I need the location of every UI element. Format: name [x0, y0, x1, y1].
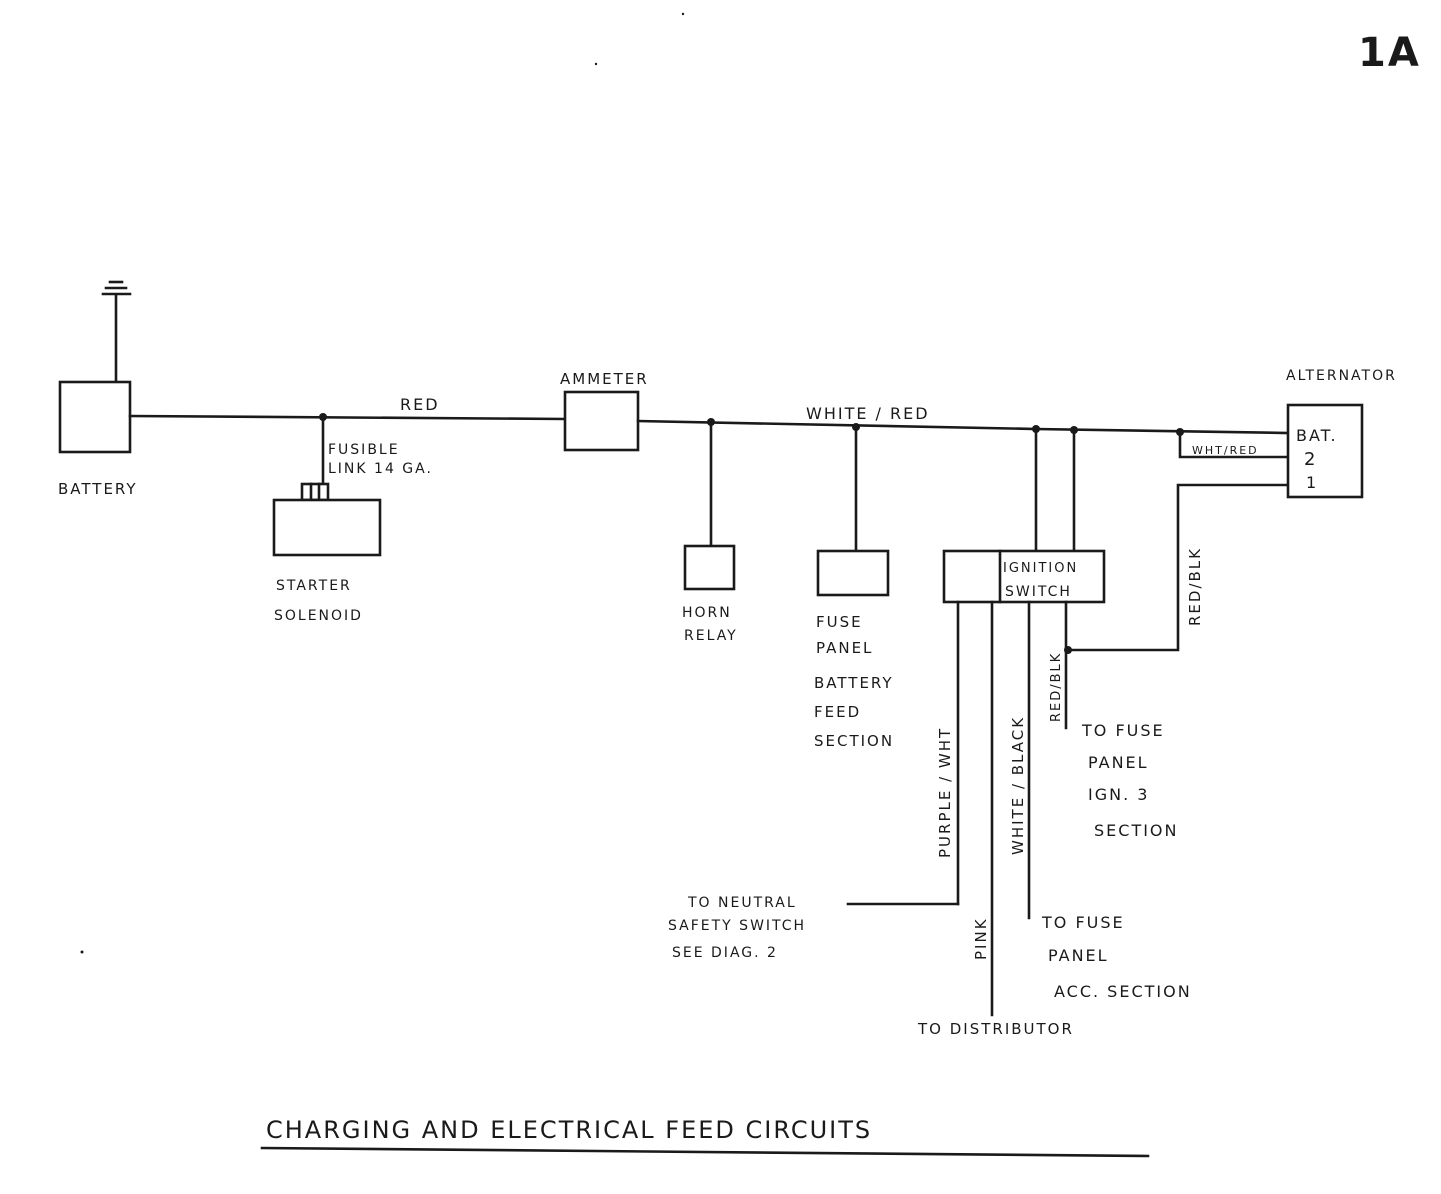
red-wire-label: RED [400, 395, 440, 414]
fuse-acc-label-2: PANEL [1048, 946, 1109, 965]
neutral-label-3: SEE DIAG. 2 [672, 945, 778, 961]
fuse-panel-label-5: SECTION [814, 732, 894, 750]
distributor-label: TO DISTRIBUTOR [917, 1020, 1074, 1038]
fuse-ign-label-4: SECTION [1094, 821, 1179, 840]
fuse-acc-label-1: TO FUSE [1041, 913, 1125, 932]
fusible-link-label-2: LINK 14 GA. [328, 461, 433, 477]
starter-solenoid-label-1: STARTER [276, 578, 352, 594]
fuse-ign-label-1: TO FUSE [1081, 721, 1165, 740]
wht-red-label: WHT/RED [1192, 444, 1259, 457]
alternator-box [1286, 403, 1364, 499]
horn-relay-box [683, 544, 736, 591]
fuse-panel-label-4: FEED [814, 703, 861, 721]
starter-solenoid-box [272, 498, 382, 557]
battery-box [58, 380, 132, 454]
horn-relay-label-1: HORN [682, 605, 732, 621]
neutral-label-2: SAFETY SWITCH [668, 918, 806, 934]
alt-terminal-bat: BAT. [1296, 426, 1338, 445]
title-underline [260, 1146, 1150, 1158]
ignition-switch-box [942, 549, 1106, 604]
fusible-link-label-1: FUSIBLE [328, 442, 400, 458]
fuse-panel-label-1: FUSE [816, 613, 863, 631]
red-blk-alt-wire [1066, 483, 1290, 652]
ignition-switch-label-1: IGNITION [1003, 561, 1078, 576]
horn-relay-label-2: RELAY [684, 628, 738, 644]
red-blk-alt-label: RED/BLK [1186, 547, 1204, 626]
diagram-title: CHARGING AND ELECTRICAL FEED CIRCUITS [266, 1116, 872, 1144]
wht-red-alt-wire [1178, 430, 1290, 459]
fuse-panel-label-3: BATTERY [814, 674, 894, 692]
ammeter-box [563, 390, 640, 452]
neutral-label-1: TO NEUTRAL [687, 895, 797, 911]
ammeter-label: AMMETER [560, 370, 649, 388]
starter-solenoid-terminal [300, 482, 330, 502]
pink-label: PINK [972, 917, 990, 960]
ground-icon [101, 280, 132, 384]
alternator-label: ALTERNATOR [1286, 368, 1397, 384]
fuse-acc-label-3: ACC. SECTION [1054, 982, 1192, 1001]
starter-solenoid-label-2: SOLENOID [274, 608, 363, 624]
page-number: 1A [1358, 30, 1421, 76]
ignition-switch-label-2: SWITCH [1005, 584, 1072, 600]
red-wire [128, 414, 567, 421]
battery-label: BATTERY [58, 480, 138, 498]
fuse-ign-label-2: PANEL [1088, 753, 1149, 772]
alt-terminal-1: 1 [1306, 473, 1318, 492]
purple-wht-label: PURPLE / WHT [936, 727, 954, 858]
fuse-ign-label-3: IGN. 3 [1088, 785, 1149, 804]
alt-terminal-2: 2 [1304, 449, 1317, 470]
fuse-panel-box [816, 549, 890, 597]
white-red-wire [636, 419, 1038, 431]
white-black-label: WHITE / BLACK [1009, 716, 1027, 855]
fuse-panel-label-2: PANEL [816, 639, 873, 657]
red-blk-ign-label: RED/BLK [1049, 652, 1064, 722]
white-red-label: WHITE / RED [806, 404, 930, 423]
